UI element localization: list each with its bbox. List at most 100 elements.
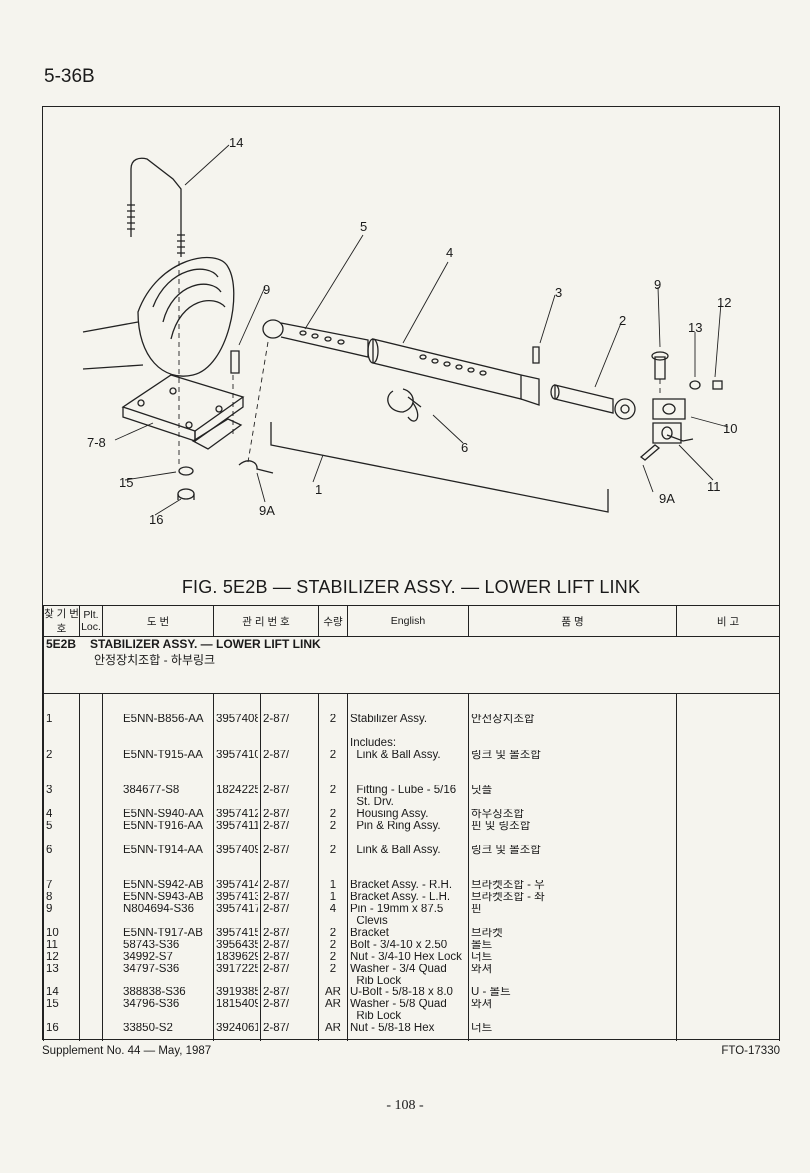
cell-num: 3957411 <box>216 820 258 832</box>
header-english: English <box>347 605 469 637</box>
cell-plt <box>82 714 100 726</box>
cell-eng: Link & Ball Assy. <box>350 844 441 856</box>
cell-kor: 브라켓 <box>471 927 503 939</box>
cell-kor: U - 볼트 <box>471 987 511 999</box>
cell-num: 3919385 <box>216 987 258 999</box>
cell-part: E5NN-S943-AB <box>123 892 204 904</box>
cell-kor: 링크 및 볼조합 <box>471 844 541 856</box>
cell-kor <box>471 797 674 809</box>
cell-qty: 2 <box>329 951 337 963</box>
cell-plt <box>82 964 100 976</box>
cell-num: 3957413 <box>216 892 258 904</box>
cell-ref: 12 <box>46 951 59 963</box>
header-qty: 수량 <box>318 605 348 637</box>
col-plt <box>82 714 100 1035</box>
callout-label: 10 <box>723 421 737 436</box>
cell-num <box>216 916 258 928</box>
cell-num: 3957408 <box>216 713 258 725</box>
cell-ref: 14 <box>46 987 59 999</box>
bottom-page-number: - 108 - <box>386 1098 424 1113</box>
cell-kor: 하우징조합 <box>471 809 524 821</box>
cell-ref: 16 <box>46 1023 59 1035</box>
cell-ref: 6 <box>46 844 53 856</box>
callout-label: 16 <box>149 512 163 527</box>
cell-num <box>216 797 258 809</box>
cell-qty <box>321 976 345 988</box>
cell-plt <box>82 892 100 904</box>
cell-ref: 7 <box>46 880 53 892</box>
cell-plt <box>82 940 100 952</box>
cell-ref <box>46 976 77 988</box>
form-code: FTO-17330 <box>721 1045 780 1057</box>
callout-label: 3 <box>555 285 562 300</box>
cell-part: E5NN-T914-AA <box>123 844 203 856</box>
cell-date: 2-87/ <box>263 713 290 725</box>
cell-qty: 2 <box>329 963 337 975</box>
cell-qty: 4 <box>329 904 337 916</box>
col-eng: Stabilizer Assy. Includes: Link & Ball As… <box>350 714 466 1035</box>
cell-date <box>263 797 316 809</box>
cell-num: 3957410 <box>216 749 258 761</box>
cell-qty: 2 <box>329 785 337 797</box>
cell-qty: AR <box>325 1023 341 1035</box>
cell-plt <box>82 916 100 928</box>
callout-label: 12 <box>717 295 731 310</box>
cell-eng: Bracket Assy. - R.H. <box>350 880 453 892</box>
page-number: 5-36B <box>44 66 95 87</box>
cell-part <box>123 1011 211 1023</box>
cell-plt <box>82 928 100 940</box>
cell-ref: 11 <box>46 939 58 951</box>
cell-part: N804694-S36 <box>123 904 194 916</box>
cell-part: 34992-S7 <box>123 951 173 963</box>
cell-plt <box>82 1011 100 1023</box>
header-plt-loc: Plt. Loc. <box>79 605 103 637</box>
cell-kor: 안전장치조합 <box>471 713 535 725</box>
cell-kor: 볼트 <box>471 939 493 951</box>
cell-ref <box>46 916 77 928</box>
cell-date: 2-87/ <box>263 963 290 975</box>
cell-qty: 2 <box>329 820 337 832</box>
callout-label: 9 <box>263 282 270 297</box>
cell-date: 2-87/ <box>263 987 290 999</box>
callout-label: 2 <box>619 313 626 328</box>
cell-eng: Stabilizer Assy. <box>350 713 428 725</box>
cell-part <box>123 976 211 988</box>
cell-qty: 1 <box>329 880 337 892</box>
cell-ref: 15 <box>46 999 59 1011</box>
supplement-note: Supplement No. 44 — May, 1987 <box>42 1045 212 1057</box>
cell-eng: Includes: <box>350 737 397 749</box>
cell-num: 3957415 <box>216 927 258 939</box>
cell-ref: 1 <box>46 713 53 725</box>
callout-label: 15 <box>119 475 133 490</box>
cell-qty: 2 <box>329 927 337 939</box>
cell-num: 3957417 <box>216 904 258 916</box>
callout-label: 14 <box>229 135 243 150</box>
cell-date: 2-87/ <box>263 880 290 892</box>
cell-qty: 2 <box>329 749 337 761</box>
cell-date: 2-87/ <box>263 892 290 904</box>
cell-plt <box>82 797 100 809</box>
parts-table: 찾 기 번 호 Plt. Loc. 도 번 관 리 번 호 수량 English… <box>43 605 780 1041</box>
cell-plt <box>82 987 100 999</box>
cell-date: 2-87/ <box>263 927 290 939</box>
callout-label: 5 <box>360 219 367 234</box>
cell-kor: 링크 및 볼조합 <box>471 749 541 761</box>
cell-part: 34797-S36 <box>123 963 180 975</box>
cell-eng: Nut - 3/4-10 Hex Lock <box>350 951 462 963</box>
callout-label: 7-8 <box>87 435 106 450</box>
cell-qty: AR <box>325 999 341 1011</box>
callout-label: 9 <box>654 277 661 292</box>
cell-eng: Clevis <box>350 916 388 928</box>
cell-num: 1815409 <box>216 999 258 1011</box>
cell-num: 3957412 <box>216 809 258 821</box>
cell-kor <box>471 1011 674 1023</box>
cell-kor: 닛플 <box>471 785 493 797</box>
cell-kor: 너트 <box>471 951 493 963</box>
cell-qty: 1 <box>329 892 337 904</box>
cell-ref: 2 <box>46 749 53 761</box>
cell-ref: 13 <box>46 963 59 975</box>
callout-label: 11 <box>707 479 721 494</box>
